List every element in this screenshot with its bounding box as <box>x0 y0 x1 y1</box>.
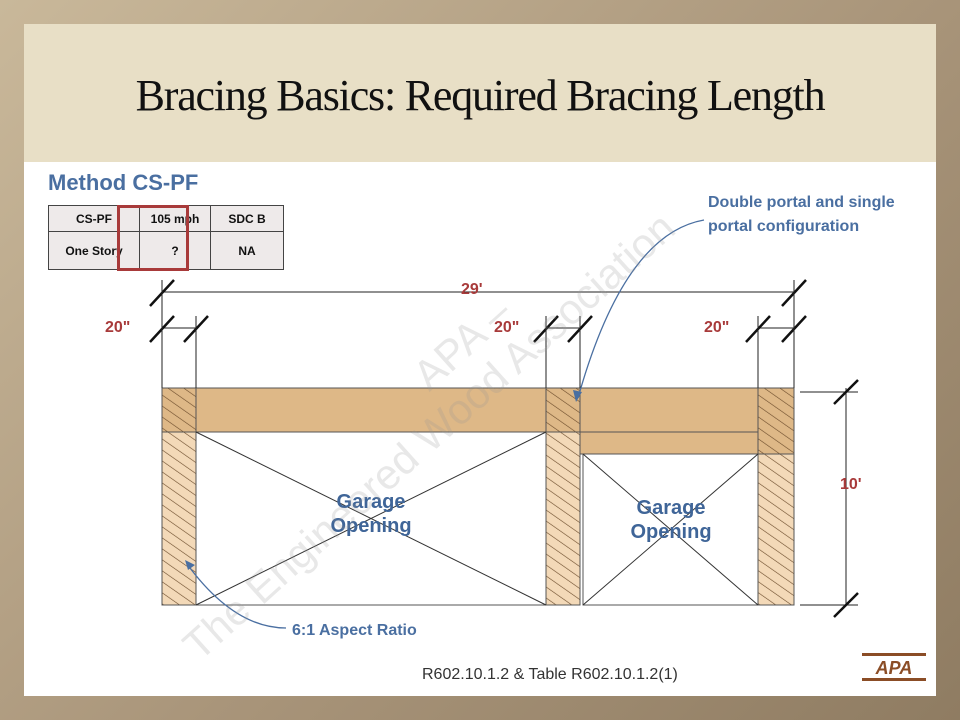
header-beam <box>161 387 795 433</box>
wall-diagram <box>149 219 859 629</box>
method-heading: Method CS-PF <box>48 170 199 195</box>
slide: Bracing Basics: Required Bracing Length … <box>24 24 936 696</box>
middle-panel <box>545 431 581 606</box>
highlight-box <box>117 205 189 271</box>
dim-height: 10' <box>840 476 862 493</box>
header-hatch-left <box>161 387 197 433</box>
right-panel <box>757 453 795 606</box>
table-cell-unknown: ? <box>139 231 211 270</box>
table-cell-story: One Story <box>48 231 140 270</box>
dim-middle-panel: 20" <box>494 319 520 336</box>
apa-logo-text: APA <box>875 658 913 678</box>
title-band <box>24 24 936 162</box>
dim-left-panel: 20" <box>105 319 131 336</box>
dim-total-width: 29' <box>461 281 483 298</box>
header-hatch-right <box>757 387 795 455</box>
dim-right-panel: 20" <box>704 319 730 336</box>
table-cell-na: NA <box>210 231 284 270</box>
portal-arrow <box>577 219 705 399</box>
code-reference: R602.10.1.2 & Table R602.10.1.2(1) <box>422 666 678 683</box>
apa-logo: APA <box>862 650 926 684</box>
slide-title: Bracing Basics: Required Bracing Length <box>135 71 826 120</box>
aspect-arrow <box>186 563 287 629</box>
right-garage-label: Garage Opening <box>630 497 712 543</box>
left-panel <box>161 431 197 606</box>
aspect-ratio-callout: 6:1 Aspect Ratio <box>292 622 417 639</box>
bracing-table: CS-PF 105 mph SDC B One Story ? NA <box>48 205 284 270</box>
table-cell-sdc: SDC B <box>210 205 284 232</box>
left-garage-label: Garage Opening <box>330 491 412 537</box>
right-header-lower <box>579 431 759 455</box>
portal-callout: Double portal and single portal configur… <box>708 194 895 235</box>
